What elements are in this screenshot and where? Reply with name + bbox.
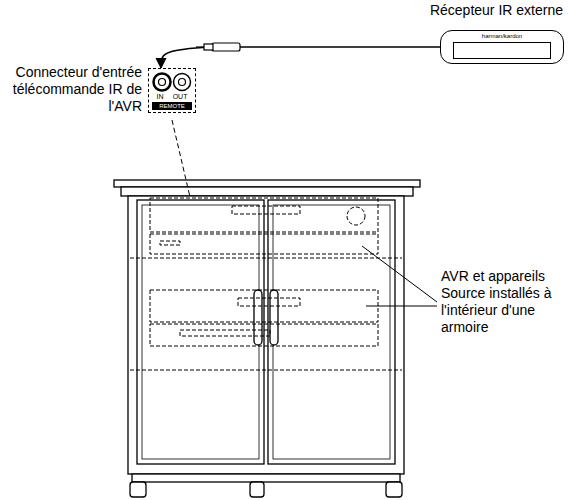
jack-symbols — [152, 72, 192, 92]
connector-label: Connecteur d'entrée télécommande IR de l… — [2, 64, 142, 115]
receiver-title: Récepteur IR externe — [430, 2, 563, 18]
ir-cable — [161, 47, 440, 68]
receiver-window — [453, 42, 551, 59]
cabinet-label: AVR et appareils Source installés à l'in… — [441, 268, 574, 336]
remote-jack-panel: IN OUTREMOTE — [148, 68, 196, 113]
jack-label: IN — [157, 92, 164, 101]
ir-receiver: Récepteur IR externeharman/kardon — [440, 30, 564, 64]
jack-label: OUT — [173, 92, 188, 101]
panel-band-label: REMOTE — [152, 102, 192, 110]
brand-text: harman/kardon — [441, 33, 563, 40]
